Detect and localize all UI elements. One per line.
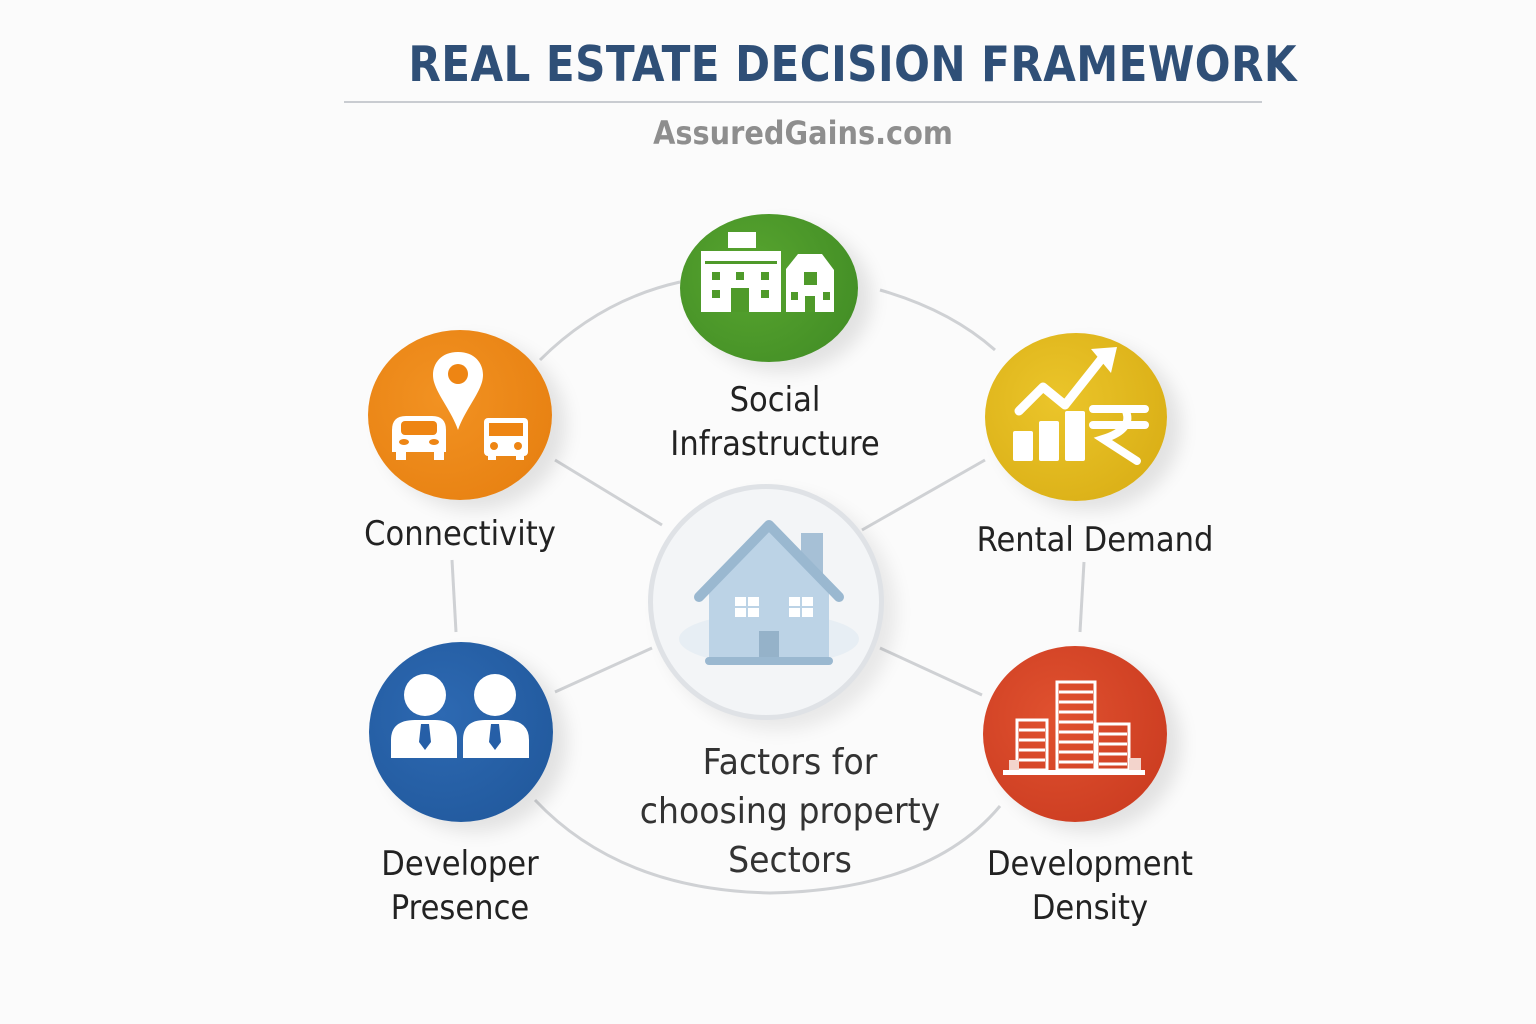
factor-node-rental-demand[interactable] [985,333,1167,501]
hub-label-line: Factors for [702,742,878,783]
factor-label-connectivity: Connectivity [343,512,577,556]
rupee-growth-chart-icon [1013,347,1149,465]
factor-label-rental-demand: Rental Demand [960,518,1230,562]
label-line: Infrastructure [670,424,880,464]
factor-label-social-infrastructure: Social Infrastructure [636,378,915,466]
label-line: Social [729,380,821,420]
label-line: Development [986,844,1193,884]
label-line: Connectivity [364,514,556,554]
business-people-icon [391,674,529,758]
label-line: Presence [390,888,530,928]
brand-subtitle: AssuredGains.com [653,114,953,152]
factor-node-development-density[interactable] [983,646,1167,822]
factor-node-developer-presence[interactable] [369,642,553,822]
factor-node-connectivity[interactable] [368,330,552,500]
location-vehicles-icon [392,352,528,460]
factor-label-developer-presence: Developer Presence [343,842,577,930]
title-divider [344,101,1262,103]
buildings-icon [701,232,834,312]
house-icon [679,520,859,665]
label-line: Developer [381,844,539,884]
hub-label-line: Sectors [728,840,852,881]
hub-label: Factors for choosing property Sectors [606,738,974,885]
page-title: REAL ESTATE DECISION FRAMEWORK [408,36,1297,93]
factor-label-development-density: Development Density [964,842,1216,930]
high-rise-buildings-icon [1003,680,1145,775]
label-line: Density [1031,888,1149,928]
central-hub[interactable] [648,484,884,720]
label-line: Rental Demand [976,520,1214,560]
hub-label-line: choosing property [639,791,941,832]
factor-node-social-infrastructure[interactable] [680,214,858,362]
